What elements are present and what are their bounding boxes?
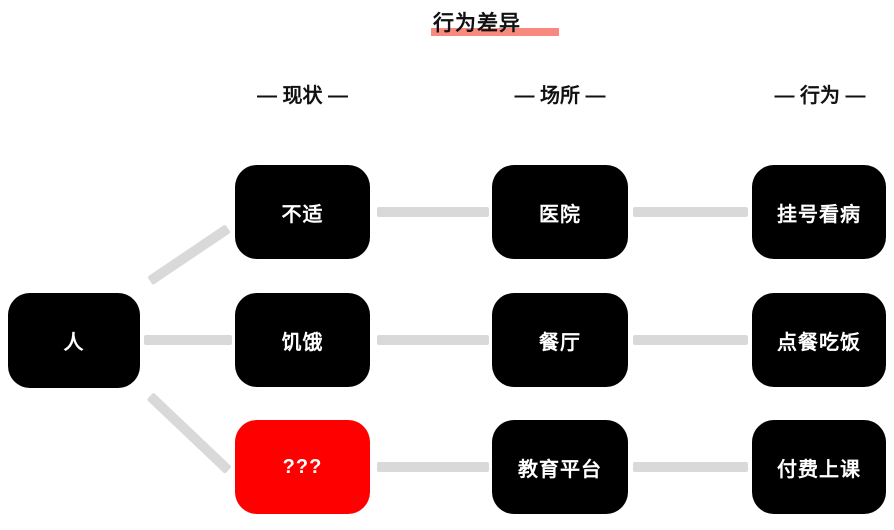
node-label: ???: [282, 455, 323, 478]
node-label: 不适: [281, 203, 324, 226]
connector-state-3-to-place-3: [377, 462, 489, 472]
connector-place-3-to-behavior-3: [633, 462, 748, 472]
node-label: 挂号看病: [777, 203, 861, 226]
node-state-hunger: 饥饿: [235, 293, 370, 387]
column-header-place: — 场所 —: [514, 85, 606, 107]
connector-root-to-state-1: [147, 224, 231, 286]
node-label: 付费上课: [777, 458, 861, 481]
title-highlight-underline: [431, 28, 559, 36]
diagram-title: 行为差异: [433, 12, 521, 35]
node-place-restaurant: 餐厅: [492, 293, 628, 387]
node-behavior-see-doctor: 挂号看病: [752, 165, 886, 259]
column-header-state: — 现状 —: [256, 85, 349, 107]
node-place-hospital: 医院: [492, 165, 628, 259]
connector-root-to-state-3: [146, 392, 232, 474]
node-place-education-platform: 教育平台: [492, 420, 628, 514]
node-person: 人: [8, 293, 140, 388]
connector-place-1-to-behavior-1: [633, 207, 748, 217]
node-label: 饥饿: [281, 331, 324, 354]
node-label: 教育平台: [518, 458, 602, 481]
connector-root-to-state-2: [144, 335, 232, 345]
node-label: 医院: [539, 203, 581, 226]
connector-place-2-to-behavior-2: [633, 335, 748, 345]
connector-state-1-to-place-1: [377, 207, 489, 217]
node-behavior-pay-for-class: 付费上课: [752, 420, 886, 514]
node-state-discomfort: 不适: [235, 165, 370, 259]
connector-state-2-to-place-2: [377, 335, 489, 345]
node-person-label: 人: [63, 332, 85, 354]
node-behavior-order-food: 点餐吃饭: [752, 293, 886, 387]
column-header-behavior: — 行为 —: [774, 85, 866, 107]
node-state-unknown: ???: [235, 420, 370, 514]
node-label: 餐厅: [539, 331, 581, 354]
node-label: 点餐吃饭: [777, 331, 861, 354]
